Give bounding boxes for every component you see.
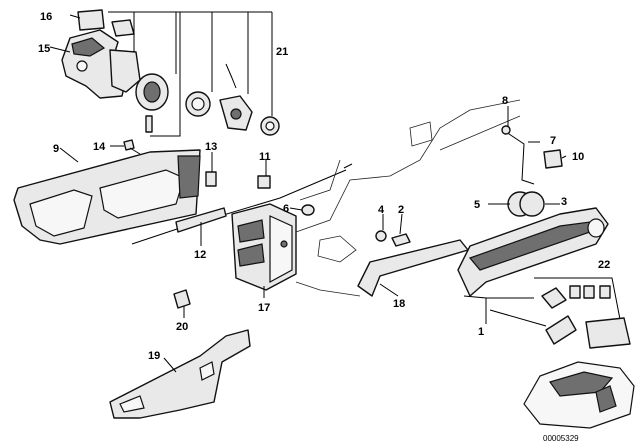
screw-2: [391, 233, 411, 247]
callout-8: 8: [502, 95, 508, 107]
lock-housing-group: [61, 9, 280, 136]
callout-14: 14: [93, 141, 106, 153]
callout-15: 15: [38, 43, 50, 55]
callout-6: 6: [283, 203, 289, 215]
nut-6: [301, 204, 315, 216]
lock-block-17: [231, 203, 297, 291]
callout-12: 12: [194, 249, 206, 261]
callout-4: 4: [378, 204, 385, 216]
image-code: 00005329: [543, 434, 579, 443]
callout-13: 13: [205, 141, 217, 153]
ring-3: [519, 191, 545, 217]
door-outline: [295, 99, 521, 297]
callout-20: 20: [176, 321, 188, 333]
washer-4: [375, 230, 387, 242]
screw-14: [123, 139, 141, 155]
callout-7: 7: [550, 135, 556, 147]
outer-handle-1: [457, 207, 609, 297]
seal-18: [357, 239, 469, 297]
callout-22: 22: [598, 259, 610, 271]
callout-10: 10: [572, 151, 584, 163]
callout-9: 9: [53, 143, 59, 155]
callout-17: 17: [258, 302, 270, 314]
bolt-8: [501, 125, 511, 135]
car-silhouette: [523, 361, 635, 429]
callout-3: 3: [561, 196, 567, 208]
callout-2: 2: [398, 204, 404, 216]
inner-door-handle: [13, 149, 201, 245]
callout-21: 21: [276, 46, 288, 58]
callout-5: 5: [474, 199, 480, 211]
screw-20: [173, 289, 191, 309]
callout-11: 11: [259, 151, 271, 163]
callout-16: 16: [40, 11, 52, 23]
callout-19: 19: [148, 350, 160, 362]
plate-19: [109, 329, 251, 419]
callout-1: 1: [478, 326, 484, 338]
rod-12: [131, 163, 353, 245]
clip-10: [543, 149, 563, 169]
clip-13: [205, 171, 217, 187]
clip-11: [257, 175, 271, 189]
lock-cylinder-set: [489, 277, 631, 349]
rod-7: [505, 131, 535, 185]
callout-18: 18: [393, 298, 405, 310]
